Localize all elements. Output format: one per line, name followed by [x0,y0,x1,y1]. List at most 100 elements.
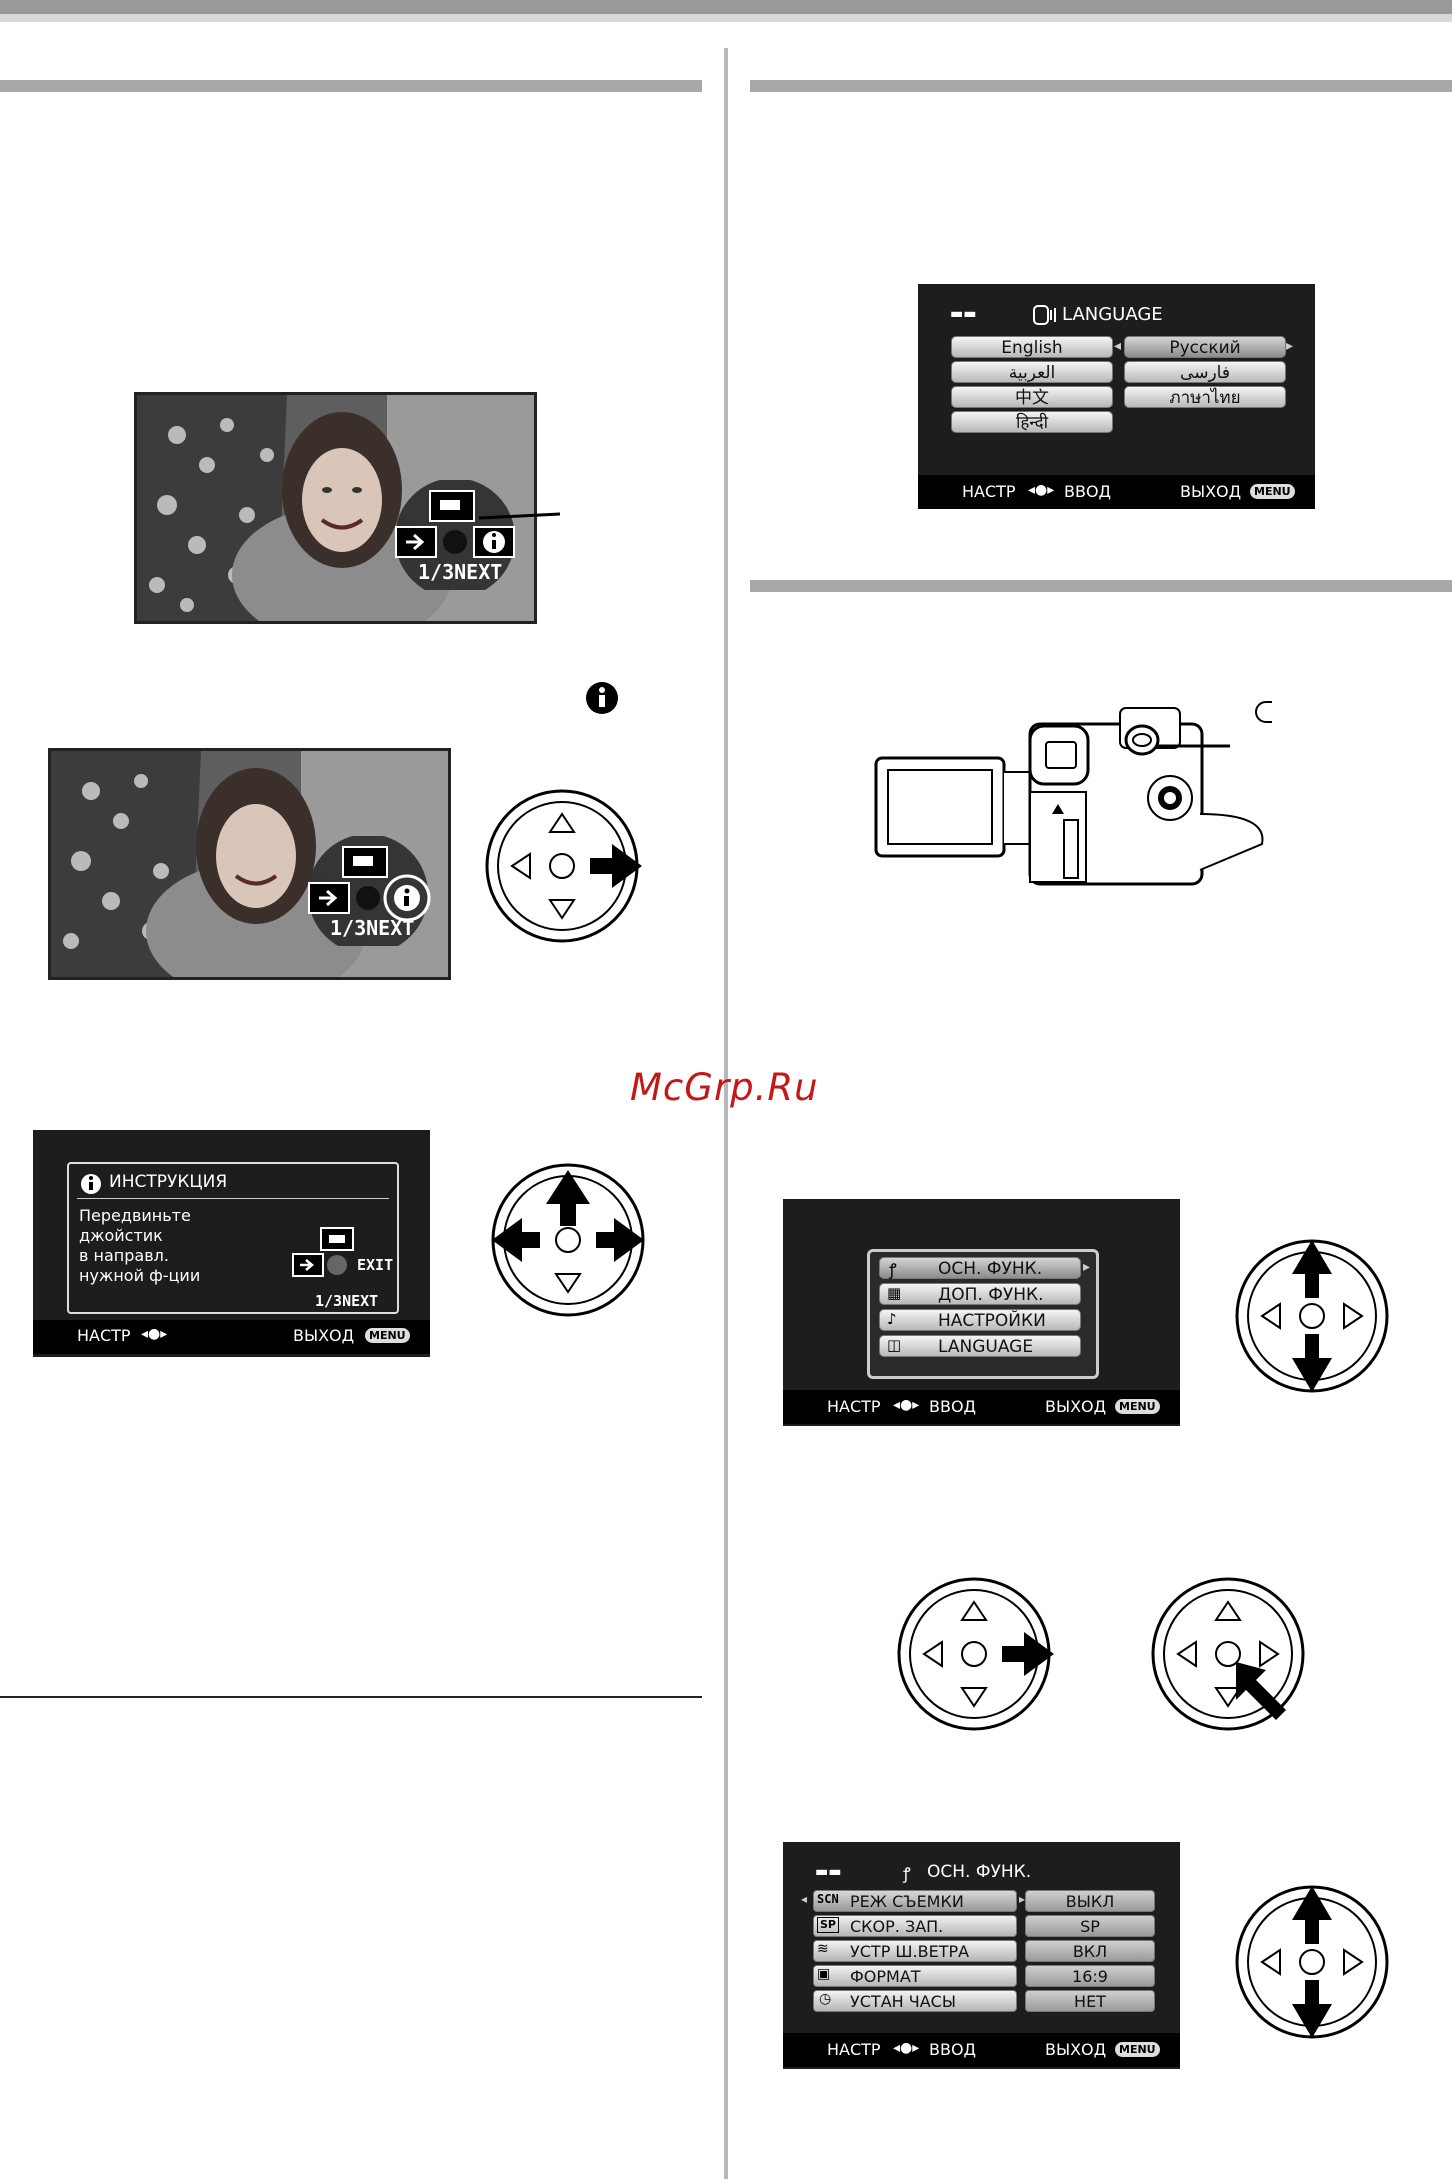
info-icon [586,682,618,714]
joystick-right-icon [897,1577,1054,1731]
section-bar-left [0,80,702,92]
osd-joystick-icons-2 [308,836,431,946]
info-icon [81,1174,101,1194]
language-footer: НАСТР ◂●▸ ВВОД ВЫХОД MENU [918,475,1315,509]
instruction-line: джойстик [79,1226,163,1245]
select-right-icon: ▸ [1019,1892,1026,1906]
instruction-screen: ИНСТРУКЦИЯ Передвиньте джойстик в направ… [33,1130,430,1357]
main-menu-screen: ОСН. ФУНК. ДОП. ФУНК. НАСТРОЙКИ LANGUAGE… [783,1199,1180,1426]
setting-row-aspect-value: 16:9 [1025,1965,1155,1987]
scene-icon: SCN [817,1892,839,1906]
setting-row-aspect-label[interactable]: ФОРМАТ [813,1965,1017,1987]
instruction-line: в направл. [79,1246,169,1265]
footer-enter-label: ВВОД [929,2040,977,2059]
osd-fraction-1: 1/3NEXT [418,560,503,584]
top-band-light [0,14,1452,22]
menu-badge: MENU [1115,1399,1160,1414]
camera-mode-icon: ▬▬ [950,306,977,322]
footer-setup-label: НАСТР [962,482,1016,501]
language-screen: ▬▬ LANGUAGE English Русский ◂ ▸ العربية … [918,284,1315,509]
lang-option-chinese[interactable]: 中文 [951,386,1113,408]
setting-row-scene-value: ВЫКЛ [1025,1890,1155,1912]
clock-icon: ◷ [819,1991,832,2007]
setting-row-clock-value: НЕТ [1025,1990,1155,2012]
basic-function-icon: ꝭ [889,1260,897,1279]
column-divider [724,48,728,2179]
select-right-icon: ▸ [1083,1259,1091,1275]
lang-option-russian[interactable]: Русский [1124,336,1286,358]
instruction-box: ИНСТРУКЦИЯ Передвиньте джойстик в направ… [67,1162,399,1314]
footer-exit-label: ВЫХОД [1045,1397,1107,1416]
instruction-text: Передвиньте джойстик в направл. нужной ф… [79,1206,200,1286]
footer-exit-label: ВЫХОД [293,1326,355,1345]
lang-option-english[interactable]: English [951,336,1113,358]
joystick-up-down-icon [1235,1239,1389,1393]
osd-fraction-3: 1/3NEXT [315,1292,379,1310]
footer-exit-label: ВЫХОД [1045,2040,1107,2059]
footer-setup-label: НАСТР [77,1326,131,1345]
menu-item-basic[interactable]: ОСН. ФУНК. [879,1257,1081,1279]
joystick-up-down-icon [1235,1885,1389,2039]
main-menu-footer: НАСТР ◂●▸ ВВОД ВЫХОД MENU [783,1390,1180,1424]
exit-label: EXIT [357,1256,394,1274]
setting-row-speed-label[interactable]: СКОР. ЗАП. [813,1915,1017,1937]
section-bar-right-top [750,80,1452,92]
setting-row-wind-value: ВКЛ [1025,1940,1155,1962]
language-title: LANGUAGE [1062,304,1163,325]
basic-menu-footer: НАСТР ◂●▸ ВВОД ВЫХОД MENU [783,2033,1180,2067]
osd-fraction-2: 1/3NEXT [330,916,415,940]
instruction-footer: НАСТР ◂●▸ ВЫХОД MENU [33,1320,430,1354]
instruction-line: нужной ф-ции [79,1266,201,1285]
setting-row-speed-value: SP [1025,1915,1155,1937]
menu-item-language[interactable]: LANGUAGE [879,1335,1081,1357]
footer-setup-label: НАСТР [827,2040,881,2059]
setting-row-clock-label[interactable]: УСТАН ЧАСЫ [813,1990,1017,2012]
footer-exit-label: ВЫХОД [1180,482,1242,501]
osd-joystick-icons-3 [292,1227,354,1277]
joystick-right-icon [485,789,642,943]
setting-row-scene-label[interactable]: РЕЖ СЪЕМКИ [813,1890,1017,1912]
lang-option-thai[interactable]: ภาษาไทย [1124,386,1286,408]
basic-function-icon: ꝭ [903,1864,911,1883]
language-icon: ◫ [887,1336,902,1354]
setup-icon: ♪ [887,1310,897,1328]
joystick-small-icon: ◂●▸ [893,1397,920,1413]
instruction-title: ИНСТРУКЦИЯ [109,1172,228,1192]
camera-mode-icon: ▬▬ [815,1864,842,1880]
footer-enter-label: ВВОД [929,1397,977,1416]
advanced-function-icon: ▦ [887,1284,902,1302]
select-left-icon: ◂ [801,1892,808,1906]
joystick-four-way-icon [491,1163,645,1317]
menu-item-advanced[interactable]: ДОП. ФУНК. [879,1283,1081,1305]
basic-menu-screen: ▬▬ ꝭ ОСН. ФУНК. ◂ ▸ РЕЖ СЪЕМКИ ВЫКЛ SCN … [783,1842,1180,2069]
watermark-text: McGrp.Ru [630,1066,819,1109]
basic-menu-title: ОСН. ФУНК. [927,1862,1032,1882]
select-right-icon: ▸ [1286,338,1294,354]
menu-badge: MENU [1115,2042,1160,2057]
joystick-small-icon: ◂●▸ [1028,482,1055,498]
lang-option-hindi[interactable]: हिन्दी [951,411,1113,433]
instruction-rule [77,1198,389,1199]
osd-joystick-icons-1 [395,480,561,590]
section-bar-right-middle [750,580,1452,592]
footer-setup-label: НАСТР [827,1397,881,1416]
joystick-small-icon: ◂●▸ [141,1326,168,1342]
menu-badge: MENU [365,1328,410,1343]
aspect-icon: ▣ [817,1966,831,1982]
camcorder-illustration [874,701,1272,886]
lang-option-arabic[interactable]: العربية [951,361,1113,383]
top-band [0,0,1452,14]
select-left-icon: ◂ [1114,338,1122,354]
wind-filter-icon: ≋ [817,1941,829,1957]
menu-badge: MENU [1250,484,1295,499]
section-rule [0,1696,702,1698]
rec-speed-icon: SP [817,1917,839,1933]
menu-item-setup[interactable]: НАСТРОЙКИ [879,1309,1081,1331]
instruction-line: Передвиньте [79,1206,191,1225]
footer-enter-label: ВВОД [1064,482,1112,501]
setting-row-wind-label[interactable]: УСТР Ш.ВЕТРА [813,1940,1017,1962]
joystick-small-icon: ◂●▸ [893,2040,920,2056]
lang-option-farsi[interactable]: فارسی [1124,361,1286,383]
language-icon [1033,305,1056,325]
joystick-press-icon [1151,1577,1305,1731]
